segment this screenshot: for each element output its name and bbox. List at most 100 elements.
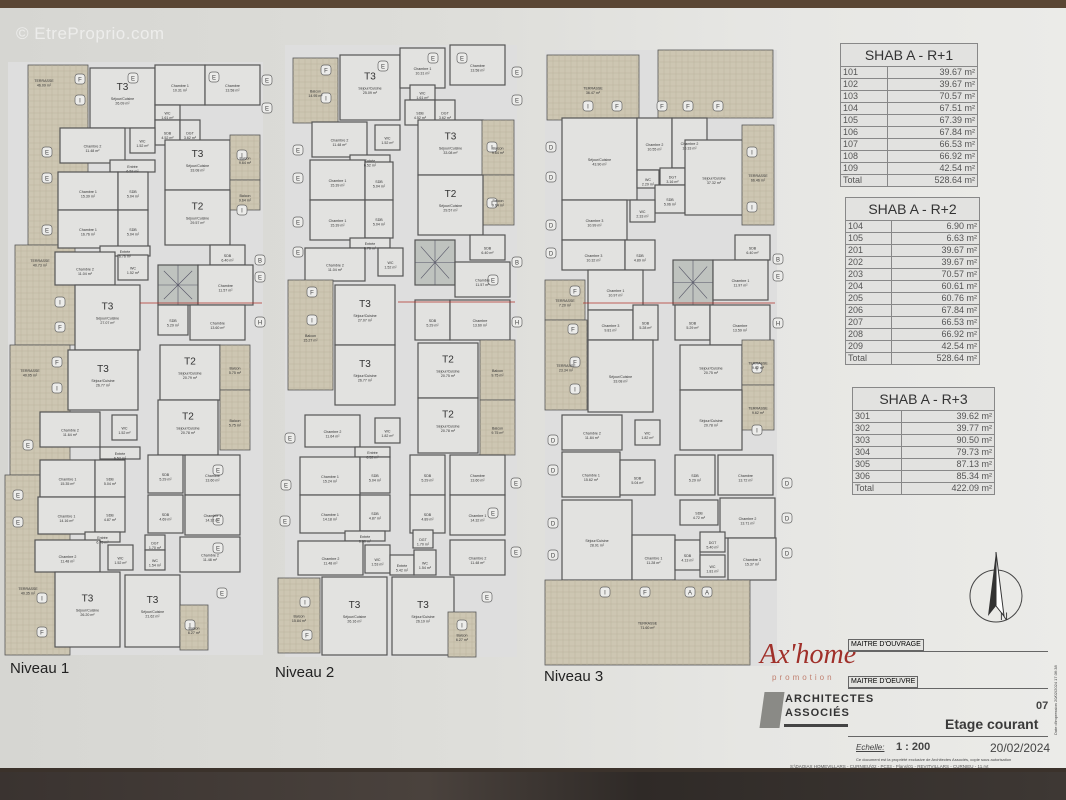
- room-name: Séjour/Cuisine: [588, 158, 611, 162]
- room-name: Chambre 1: [329, 219, 347, 223]
- marker-frame: [212, 464, 224, 476]
- window-type-marker: E: [292, 246, 304, 258]
- room-name: Séjour/Cuisine: [353, 314, 376, 318]
- room-outline: [377, 247, 404, 277]
- room-name: Séjour/Cuisine: [76, 609, 99, 613]
- marker-letter: B: [258, 259, 262, 265]
- room-area: 6.76 m²: [364, 247, 377, 251]
- room-outline: [334, 344, 396, 406]
- marker-letter: E: [283, 520, 287, 526]
- room-name: WC: [130, 267, 136, 271]
- room-name: Balcon: [493, 147, 504, 151]
- room-name: Chambre 3: [743, 558, 761, 562]
- room-area: 9.64 m²: [492, 151, 505, 155]
- marker-frame: [377, 60, 389, 72]
- room-area: 26.77 m²: [358, 379, 373, 383]
- room: [679, 389, 743, 451]
- room-outline: [54, 571, 121, 648]
- marker-letter: F: [571, 328, 575, 334]
- room-area: 27.07 m²: [100, 321, 115, 325]
- marker-letter: I: [311, 319, 313, 325]
- window-type-marker: F: [569, 356, 581, 368]
- unit-area: 39.67 m²: [891, 256, 980, 269]
- room-outline: [469, 234, 506, 261]
- room-name: Chambre 1: [582, 474, 600, 478]
- room-area: 15.39 m²: [330, 224, 345, 228]
- marker-letter: H: [776, 322, 780, 328]
- marker-letter: A: [705, 591, 709, 597]
- room-area: 14.16 m²: [59, 519, 74, 523]
- room-area: 33.08 m²: [443, 151, 458, 155]
- room-outline: [727, 537, 777, 581]
- room: [709, 304, 771, 346]
- room-outline: [67, 349, 139, 411]
- room-area: 20.75 m²: [441, 374, 456, 378]
- room-name: Chambre: [210, 322, 225, 326]
- level-label-3: Niveau 3: [544, 668, 604, 685]
- promoter-logo-sub: promotion: [772, 673, 835, 682]
- room: [54, 571, 121, 648]
- room-name: Balcon: [240, 157, 251, 161]
- room-name: DGT: [186, 132, 194, 136]
- marker-frame: [746, 201, 758, 213]
- room-outline: [674, 454, 716, 496]
- room: [674, 454, 716, 496]
- unit-number: 107: [839, 138, 889, 151]
- room: [561, 414, 623, 451]
- room-outline: [449, 539, 506, 576]
- room-area: 26.20 m²: [80, 613, 95, 617]
- window-type-marker: F: [320, 64, 332, 76]
- room-name: Balcon: [457, 634, 468, 638]
- room-outline: [561, 117, 638, 201]
- room-name: Chambre: [470, 64, 485, 68]
- room: [309, 159, 366, 201]
- marker-letter: I: [604, 591, 606, 597]
- unit-area: 60.61 m²: [891, 280, 980, 293]
- room-name: SDB: [424, 513, 432, 517]
- room-name: Chambre 3: [602, 324, 620, 328]
- stair-step: [420, 246, 436, 263]
- room-name: WC: [645, 178, 651, 182]
- room-name: Chambre 2: [681, 142, 699, 146]
- room-outline: [297, 540, 364, 576]
- room-name: WC: [385, 137, 391, 141]
- room-area: 6.52 m²: [114, 457, 127, 461]
- room-outline: [561, 239, 626, 271]
- room-outline: [674, 539, 701, 571]
- stair-step: [434, 262, 450, 279]
- marker-letter: E: [45, 177, 49, 183]
- room-name: SDB: [164, 132, 172, 136]
- window-type-marker: E: [212, 542, 224, 554]
- room-area: 10.99 m²: [587, 224, 602, 228]
- marker-letter: E: [296, 149, 300, 155]
- marker-letter: F: [660, 105, 664, 111]
- room-name: WC: [165, 112, 171, 116]
- room-name: WC: [645, 432, 651, 436]
- unit-number: 105: [839, 114, 889, 127]
- room: [311, 121, 368, 158]
- room-outline: [561, 199, 628, 241]
- window-type-marker: A: [684, 586, 696, 598]
- total-area: 528.64 m²: [887, 174, 978, 187]
- window-type-marker: D: [781, 547, 793, 559]
- room-area: 20.78 m²: [704, 424, 719, 428]
- unit-number: 209: [844, 340, 893, 353]
- room-name: TERRASSE: [18, 587, 38, 591]
- room-name: SDB: [484, 247, 492, 251]
- marker-frame: [51, 356, 63, 368]
- room-area: 1.82 m²: [381, 434, 394, 438]
- marker-letter: E: [515, 71, 519, 77]
- unit-number: 102: [839, 78, 889, 91]
- window-type-marker: E: [772, 270, 784, 282]
- room-outline: [391, 576, 455, 656]
- room-name: Entrée: [365, 159, 376, 163]
- room: [619, 459, 656, 496]
- room: [74, 284, 141, 351]
- room-area: 29.57 m²: [443, 209, 458, 213]
- room-outline: [129, 127, 156, 154]
- room: [144, 549, 166, 571]
- room: [417, 397, 479, 454]
- marker-letter: F: [55, 361, 59, 367]
- window-type-marker: I: [751, 362, 763, 374]
